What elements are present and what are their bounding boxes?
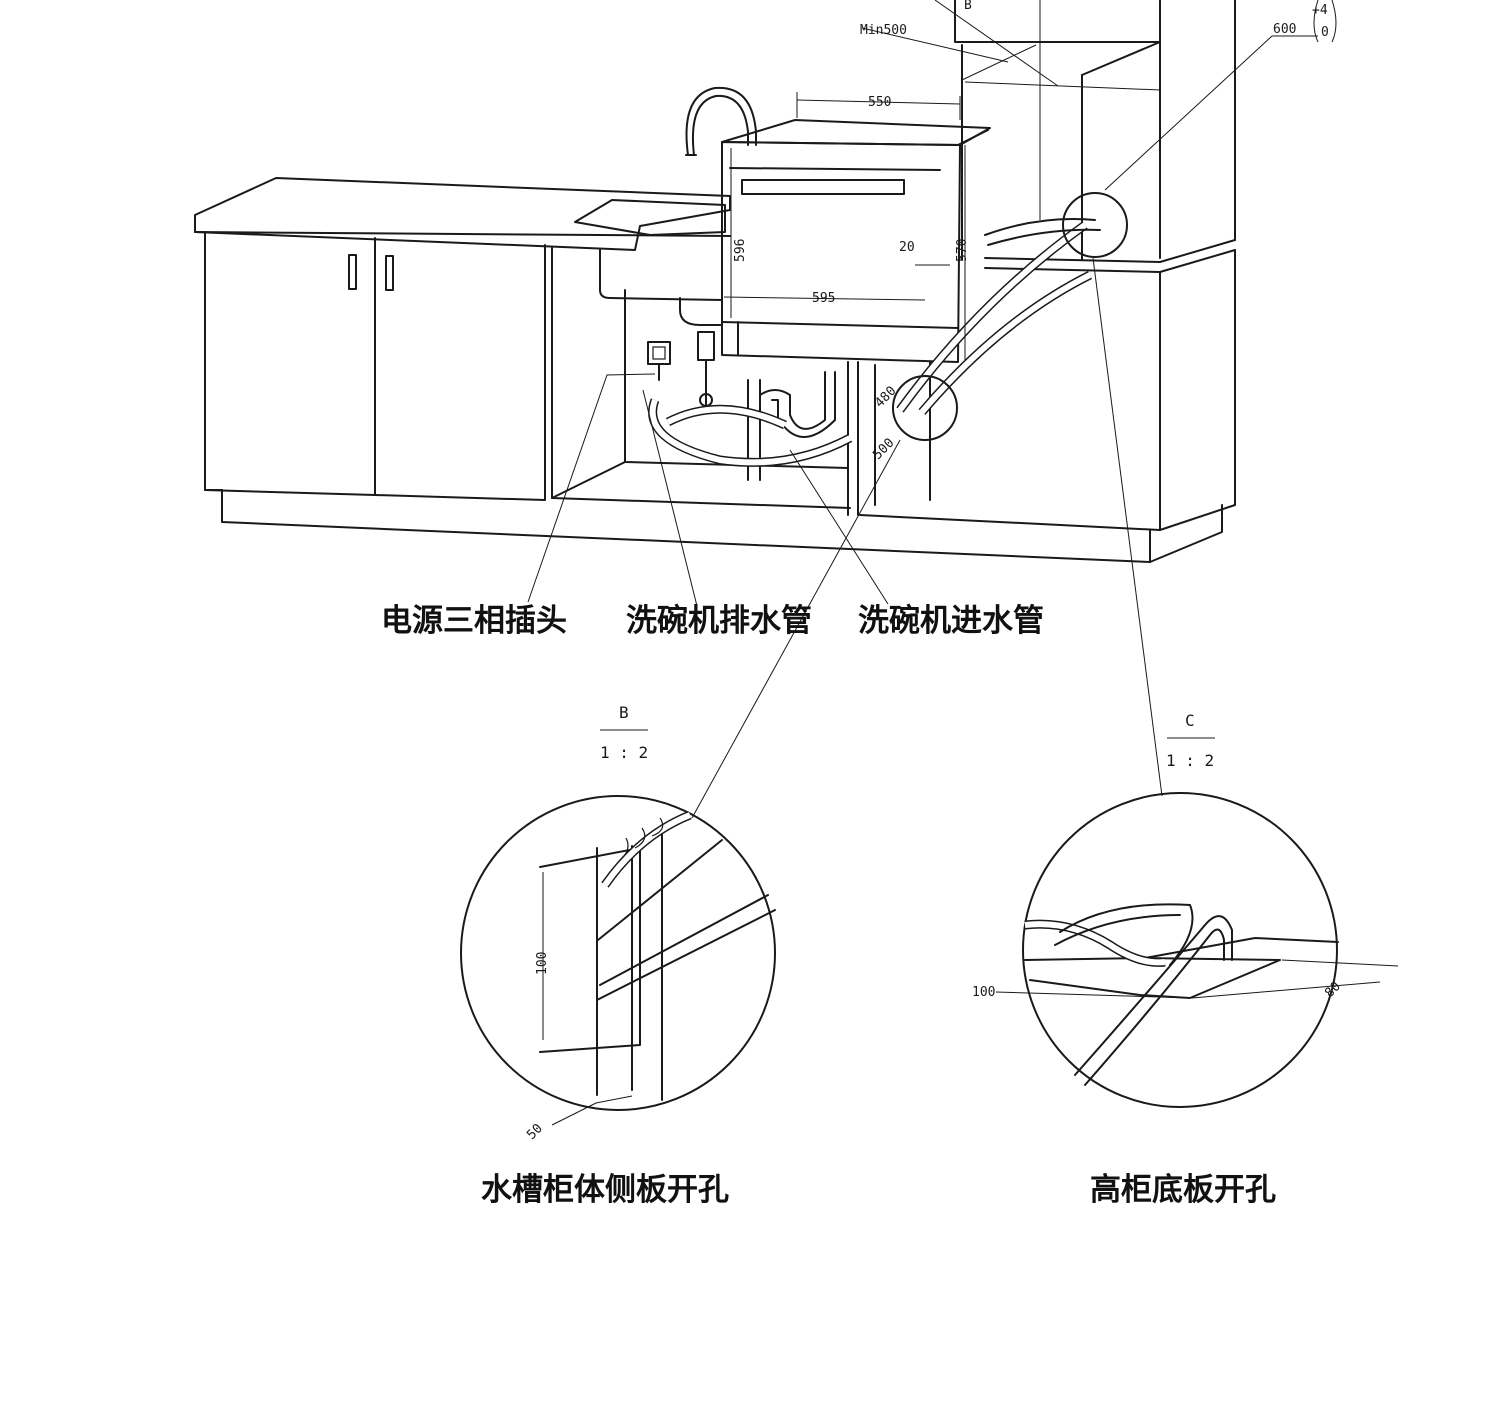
detail-c-scale: 1 : 2 bbox=[1166, 751, 1214, 770]
dishwasher-handle bbox=[741, 179, 905, 195]
dimension-lines bbox=[723, 0, 1337, 360]
detail-c-letter: C bbox=[1185, 711, 1195, 730]
dim-600: 600 bbox=[1273, 22, 1296, 37]
dim-595: 595 bbox=[812, 291, 835, 306]
detail-c-marker bbox=[1062, 192, 1128, 258]
leader-lines bbox=[527, 257, 1163, 819]
dim-20: 20 bbox=[899, 240, 915, 255]
dim-550: 550 bbox=[868, 95, 891, 110]
detail-b-letter: B bbox=[619, 703, 629, 722]
dim-570: 570 bbox=[955, 239, 970, 262]
tall-cabinet bbox=[859, 0, 1236, 563]
left-base-cabinet bbox=[194, 86, 1151, 563]
dim-596: 596 bbox=[733, 239, 748, 262]
detail-b-marker bbox=[892, 375, 958, 441]
dishwasher-unit bbox=[721, 119, 991, 363]
detail-b-dim-50: 50 bbox=[524, 1121, 546, 1143]
caption-power-plug: 电源三相插头 bbox=[381, 603, 567, 639]
detail-c-view: C 1 : 2 100 80 bbox=[972, 711, 1399, 1108]
dim-tol-zero: 0 bbox=[1321, 25, 1329, 40]
detail-c-dim-80: 80 bbox=[1322, 979, 1344, 1001]
detail-b-scale: 1 : 2 bbox=[600, 743, 648, 762]
hoses-to-tall-cabinet bbox=[896, 218, 1101, 415]
caption-inlet-hose: 洗碗机进水管 bbox=[858, 603, 1044, 639]
detail-c-caption: 高柜底板开孔 bbox=[1090, 1172, 1276, 1208]
sink-cabinet-interior bbox=[551, 247, 859, 516]
caption-drain-hose: 洗碗机排水管 bbox=[626, 603, 812, 639]
detail-c-dim-100: 100 bbox=[972, 985, 995, 1000]
dim-top-ref: B bbox=[964, 0, 972, 13]
dim-tol-plus: +4 bbox=[1312, 3, 1328, 18]
dim-min500: Min500 bbox=[860, 23, 907, 38]
detail-b-view: B 1 : 2 100 50 bbox=[460, 703, 776, 1143]
power-outlet bbox=[647, 341, 671, 365]
detail-b-caption: 水槽柜体侧板开孔 bbox=[481, 1172, 729, 1208]
detail-b-dim-100: 100 bbox=[535, 952, 550, 975]
